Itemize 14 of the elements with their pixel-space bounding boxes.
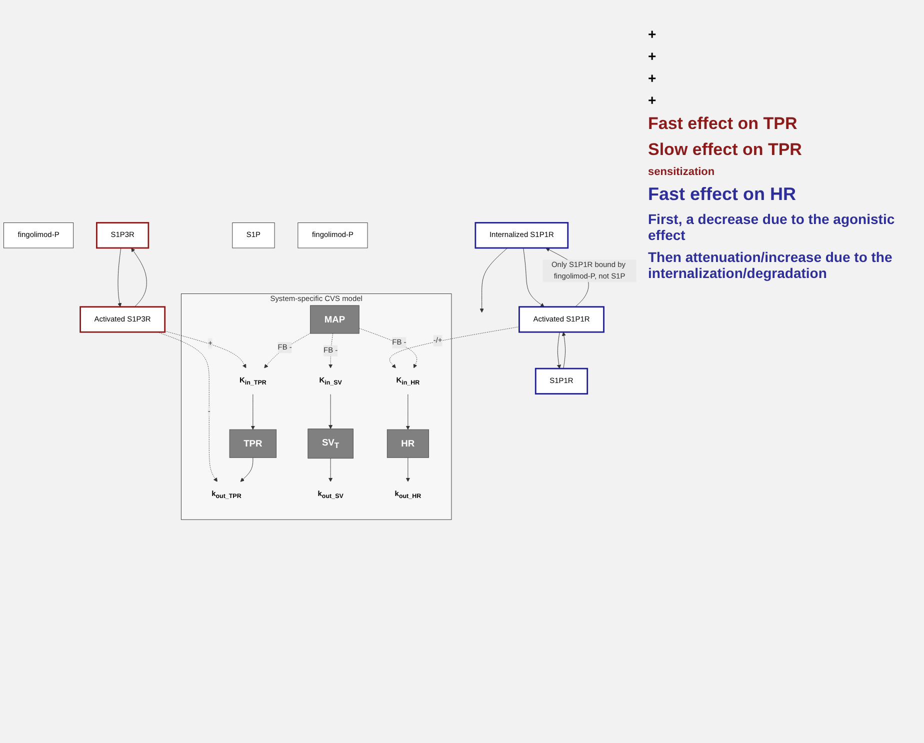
annotation-text: Slow effect on TPR bbox=[648, 140, 803, 160]
annotation-text: Fast effect on HR bbox=[648, 184, 798, 205]
plus-sign: + bbox=[648, 48, 658, 64]
annotation-text: Then attenuation/increase due to the internalization/degradation bbox=[648, 249, 894, 281]
annotation-text: First, a decrease due to the agonistic effect bbox=[648, 211, 896, 243]
annotation-text: Fast effect on TPR bbox=[648, 114, 798, 134]
node-box: MAP bbox=[310, 306, 360, 334]
plus-sign: + bbox=[648, 70, 658, 86]
node-box: SV$_{T}$ bbox=[308, 428, 354, 459]
plus-sign: + bbox=[648, 92, 658, 108]
plus-sign: + bbox=[648, 26, 658, 42]
node-box: HR bbox=[386, 430, 429, 458]
annotation-text: sensitization bbox=[648, 166, 716, 178]
node-box: TPR bbox=[229, 430, 277, 458]
